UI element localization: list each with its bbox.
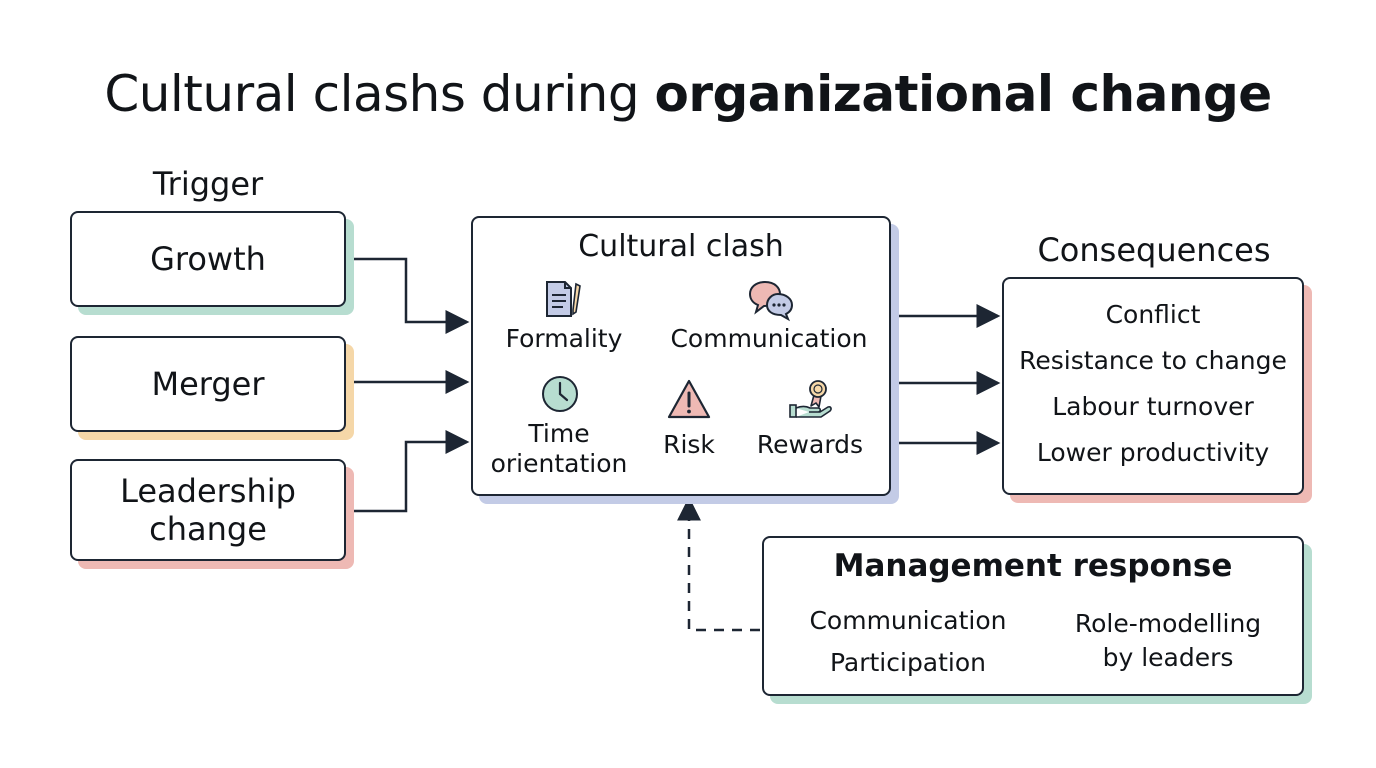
speech-bubbles-icon: [748, 280, 794, 322]
cultural-clash-heading: Cultural clash: [578, 229, 784, 264]
consequence-item: Lower productivity: [1036, 438, 1270, 467]
warning-icon: [667, 379, 711, 419]
consequences-box: [1002, 277, 1304, 495]
arrow-growth-to-clash: [346, 257, 470, 334]
consequences-heading: Consequences: [1037, 231, 1271, 269]
title-regular: Cultural clashs during: [104, 65, 640, 123]
dimension-risk-label: Risk: [663, 430, 715, 459]
trigger-heading: Trigger: [152, 165, 264, 203]
trigger-leadership-label: Leadership change: [120, 472, 296, 548]
clock-icon: [542, 376, 578, 412]
trigger-merger-label: Merger: [151, 365, 265, 403]
trigger-growth-box: Growth: [70, 211, 346, 307]
management-response-heading: Management response: [833, 548, 1233, 584]
dimension-time-orientation-label: Time orientation: [490, 419, 628, 478]
trigger-leadership-box: Leadership change: [70, 459, 346, 561]
management-right-text: Role-modelling by leaders: [1074, 609, 1262, 672]
title-bold: organizational change: [654, 65, 1273, 123]
dimension-rewards-label: Rewards: [756, 430, 864, 459]
consequence-item: Resistance to change: [1019, 346, 1287, 375]
dimension-formality-label: Formality: [505, 324, 623, 353]
trigger-merger-box: Merger: [70, 336, 346, 432]
arrow-management-feedback: [677, 496, 760, 632]
management-response-box: [762, 536, 1304, 696]
cultural-clash-box: [471, 216, 891, 496]
consequence-item: Labour turnover: [1052, 392, 1254, 421]
diagram-title: Cultural clashs during organizational ch…: [0, 62, 1376, 126]
reward-hand-icon: [789, 380, 832, 418]
arrow-leadership-to-clash: [346, 430, 470, 513]
management-left-text: Communication Participation: [809, 606, 1007, 677]
document-icon: [546, 281, 581, 317]
dimension-communication-label: Communication: [670, 324, 868, 353]
trigger-growth-label: Growth: [150, 240, 266, 278]
consequence-item: Conflict: [1105, 300, 1201, 329]
